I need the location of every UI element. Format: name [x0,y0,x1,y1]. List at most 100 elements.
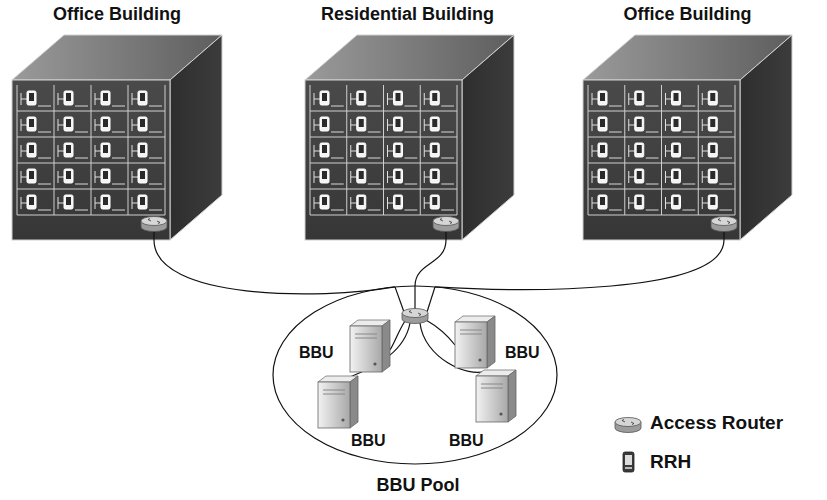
server-side [508,370,516,422]
rrh-screen [710,119,715,127]
room-cable [132,125,138,126]
room-wall [17,85,18,215]
room-desk [405,106,418,107]
bbu-server-icon [476,370,516,422]
rrh-icon [138,169,147,183]
rrh-screen [432,93,437,101]
room-desk [38,106,51,107]
room-cable [629,203,635,204]
room-cable [592,151,598,152]
rrh-icon [430,91,439,105]
room-cable [592,203,598,204]
room-desk [112,106,125,107]
rrh-screen [322,197,327,205]
network-link [154,240,395,294]
room-desk [683,210,696,211]
legend-rrh-icon [623,452,634,472]
room-cable [351,99,357,100]
room-desk [441,106,454,107]
room-floor [588,111,735,112]
pool-outline [272,285,558,465]
room-floor [17,163,165,164]
room-cable [314,177,320,178]
room-floor [17,189,165,190]
room-desk [719,210,732,211]
bbu-wire [390,321,405,350]
room-cable [702,203,708,204]
bbu-label: BBU [505,344,540,362]
room-desk [75,210,88,211]
room-desk [719,158,732,159]
rrh-icon [598,143,607,157]
router-stub [427,287,435,312]
bbu-server-icon [318,376,358,428]
room-desk [331,132,344,133]
rrh-screen [600,197,605,205]
bbu-wire [420,323,486,372]
rrh-screen [432,119,437,127]
room-cable [58,203,64,204]
rrh-screen [66,119,71,127]
room-desk [368,106,381,107]
room-cable [592,99,598,100]
rrh-icon [708,117,717,131]
room-desk [331,158,344,159]
building-side [170,35,222,240]
room-cable [21,125,27,126]
building-front [305,80,462,240]
rrh-icon [101,169,110,183]
rrh-icon [357,195,366,209]
room-desk [368,158,381,159]
room-desk [719,132,732,133]
rrh-icon [27,91,36,105]
room-cable [21,151,27,152]
rrh-icon [598,195,607,209]
rrh-icon [27,143,36,157]
room-cable [702,151,708,152]
room-floor [310,111,457,112]
server-slot [323,394,345,395]
rrh-icon [430,195,439,209]
room-desk [149,132,162,133]
room-desk [646,158,659,159]
bbu-node: BBU [299,322,389,374]
room-desk [112,184,125,185]
room-desk [368,184,381,185]
rrh-icon [101,91,110,105]
server-led [341,418,344,421]
rrh-screen [637,119,642,127]
building-side [740,35,792,240]
room-cable [592,177,598,178]
legend-text: Access Router [650,412,783,434]
room-cable [132,99,138,100]
server-front [318,382,350,428]
rrh-screen [432,171,437,179]
room-cable [132,151,138,152]
room-desk [609,184,622,185]
rrh-screen [322,119,327,127]
room-cable [388,177,394,178]
room-desk [75,106,88,107]
rrh-icon [320,195,329,209]
room-desk [149,158,162,159]
rrh-screen [103,171,108,179]
rrh-icon [598,169,607,183]
building-side [462,35,514,240]
rrh-icon [672,169,681,183]
building-node: Residential Building [297,4,518,240]
room-cable [314,125,320,126]
room-cable [388,203,394,204]
rrh-icon [357,117,366,131]
room-cable [629,99,635,100]
rrh-icon [27,195,36,209]
rrh-screen [140,93,145,101]
rrh-icon [430,143,439,157]
access-router-icon [711,217,737,232]
rrh-screen [600,145,605,153]
room-cable [95,203,101,204]
rrh-screen [674,145,679,153]
rrh-icon [394,169,403,183]
rrh-screen [710,93,715,101]
room-desk [719,106,732,107]
